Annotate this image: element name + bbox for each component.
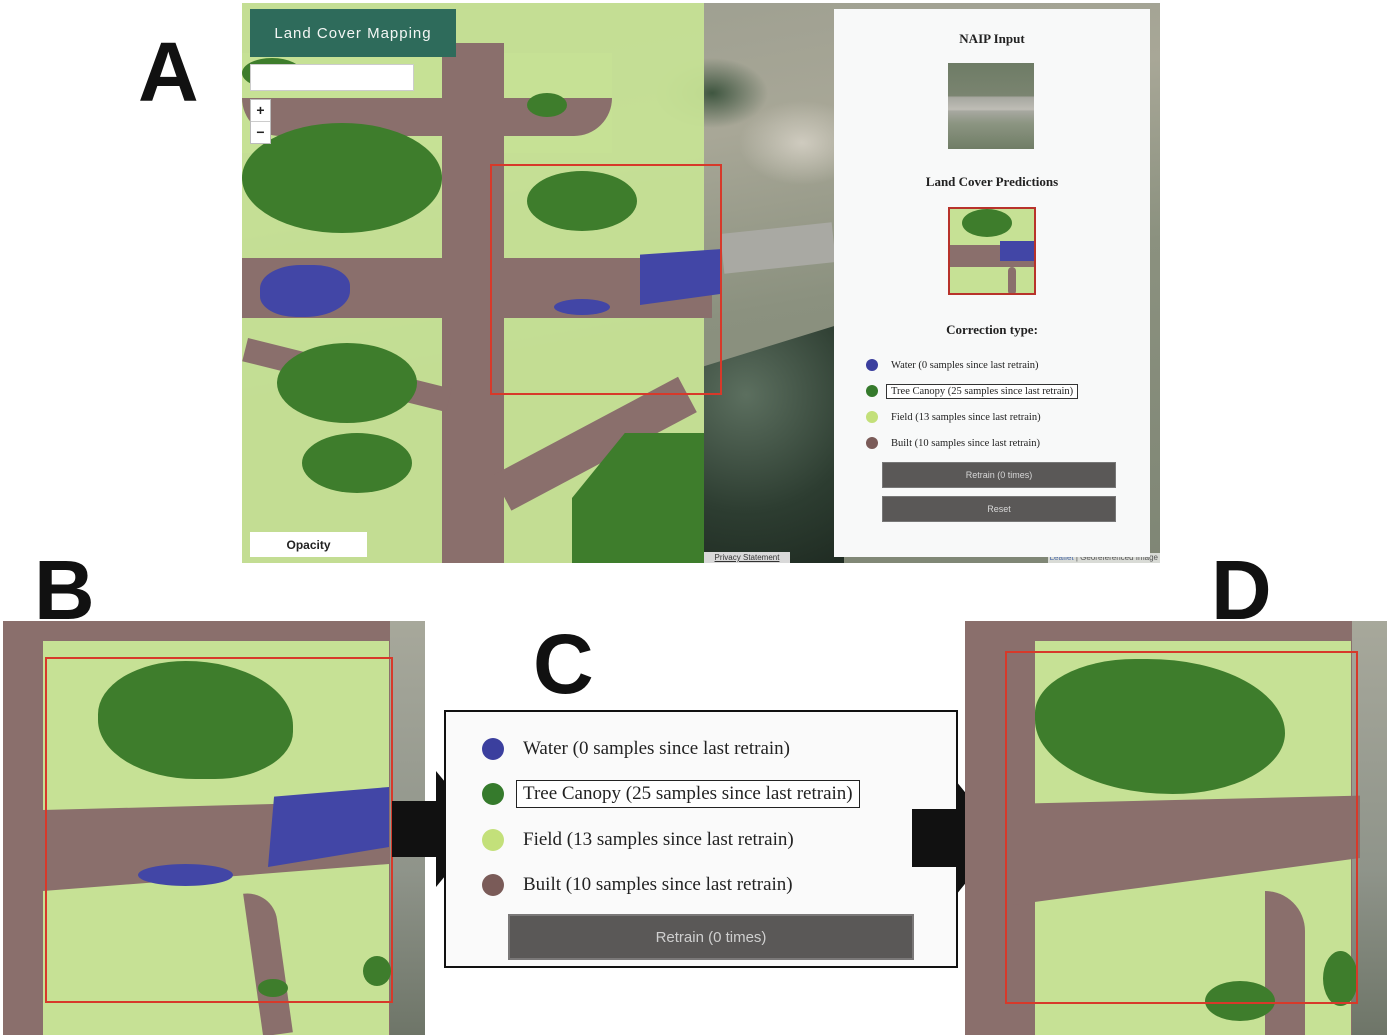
water-color-swatch-icon bbox=[866, 359, 878, 371]
panel-label-d: D bbox=[1211, 543, 1272, 637]
class-option-water[interactable]: Water (0 samples since last retrain) bbox=[482, 726, 860, 772]
zoom-control: + − bbox=[250, 99, 271, 144]
field-color-swatch-icon bbox=[482, 828, 504, 851]
satellite-forest bbox=[704, 323, 844, 563]
class-option-water[interactable]: Water (0 samples since last retrain) bbox=[866, 352, 1078, 378]
class-option-built[interactable]: Built (10 samples since last retrain) bbox=[866, 430, 1078, 456]
arrow-right-icon bbox=[912, 781, 1002, 895]
naip-input-thumbnail bbox=[948, 63, 1034, 149]
search-input[interactable] bbox=[250, 64, 414, 91]
retrain-button[interactable]: Retrain (0 times) bbox=[508, 914, 914, 960]
panel-label-a: A bbox=[138, 25, 199, 119]
naip-input-heading: NAIP Input bbox=[959, 31, 1025, 46]
class-option-tree-canopy[interactable]: Tree Canopy (25 samples since last retra… bbox=[866, 378, 1079, 404]
privacy-statement-link[interactable]: Privacy Statement bbox=[704, 552, 790, 563]
correction-type-heading: Correction type: bbox=[946, 322, 1038, 337]
class-option-field[interactable]: Field (13 samples since last retrain) bbox=[866, 404, 1078, 430]
selection-box[interactable] bbox=[490, 164, 722, 395]
panel-label-b: B bbox=[34, 543, 95, 637]
app-title: Land Cover Mapping bbox=[250, 9, 456, 57]
map-attribution: Leaflet | Georeferenced Image bbox=[1047, 553, 1160, 563]
built-color-swatch-icon bbox=[866, 437, 878, 449]
leaflet-link[interactable]: Leaflet bbox=[1049, 553, 1074, 562]
correction-type-list-closeup: Water (0 samples since last retrain) Tre… bbox=[482, 726, 860, 908]
built-color-swatch-icon bbox=[482, 874, 504, 897]
selection-box bbox=[45, 657, 393, 1003]
correction-panel-closeup: Water (0 samples since last retrain) Tre… bbox=[444, 710, 958, 968]
arrow-right-icon bbox=[392, 771, 484, 887]
predictions-thumbnail bbox=[948, 207, 1036, 295]
zoom-in-button[interactable]: + bbox=[256, 102, 265, 118]
sidebar-panel: NAIP Input Land Cover Predictions Correc… bbox=[834, 9, 1150, 557]
map-view[interactable]: Land Cover Mapping + − Opacity Privacy S… bbox=[242, 3, 1160, 563]
retrain-button[interactable]: Retrain (0 times) bbox=[882, 462, 1116, 488]
zoom-out-button[interactable]: − bbox=[251, 121, 270, 143]
attribution-text: Georeferenced Image bbox=[1080, 553, 1158, 562]
class-option-tree-canopy[interactable]: Tree Canopy (25 samples since last retra… bbox=[482, 772, 860, 818]
predictions-heading: Land Cover Predictions bbox=[925, 174, 1059, 189]
after-correction-view bbox=[965, 621, 1387, 1035]
before-correction-view bbox=[3, 621, 425, 1035]
selection-box bbox=[1005, 651, 1358, 1004]
tree-canopy-color-swatch-icon bbox=[866, 385, 878, 397]
panel-label-c: C bbox=[533, 617, 594, 711]
opacity-button[interactable]: Opacity bbox=[250, 532, 367, 557]
reset-button[interactable]: Reset bbox=[882, 496, 1116, 522]
class-option-built[interactable]: Built (10 samples since last retrain) bbox=[482, 863, 860, 909]
field-color-swatch-icon bbox=[866, 411, 878, 423]
correction-type-list: Water (0 samples since last retrain) Tre… bbox=[866, 352, 1079, 456]
water-color-swatch-icon bbox=[482, 737, 504, 760]
class-option-field[interactable]: Field (13 samples since last retrain) bbox=[482, 817, 860, 863]
tree-canopy-color-swatch-icon bbox=[482, 783, 504, 806]
